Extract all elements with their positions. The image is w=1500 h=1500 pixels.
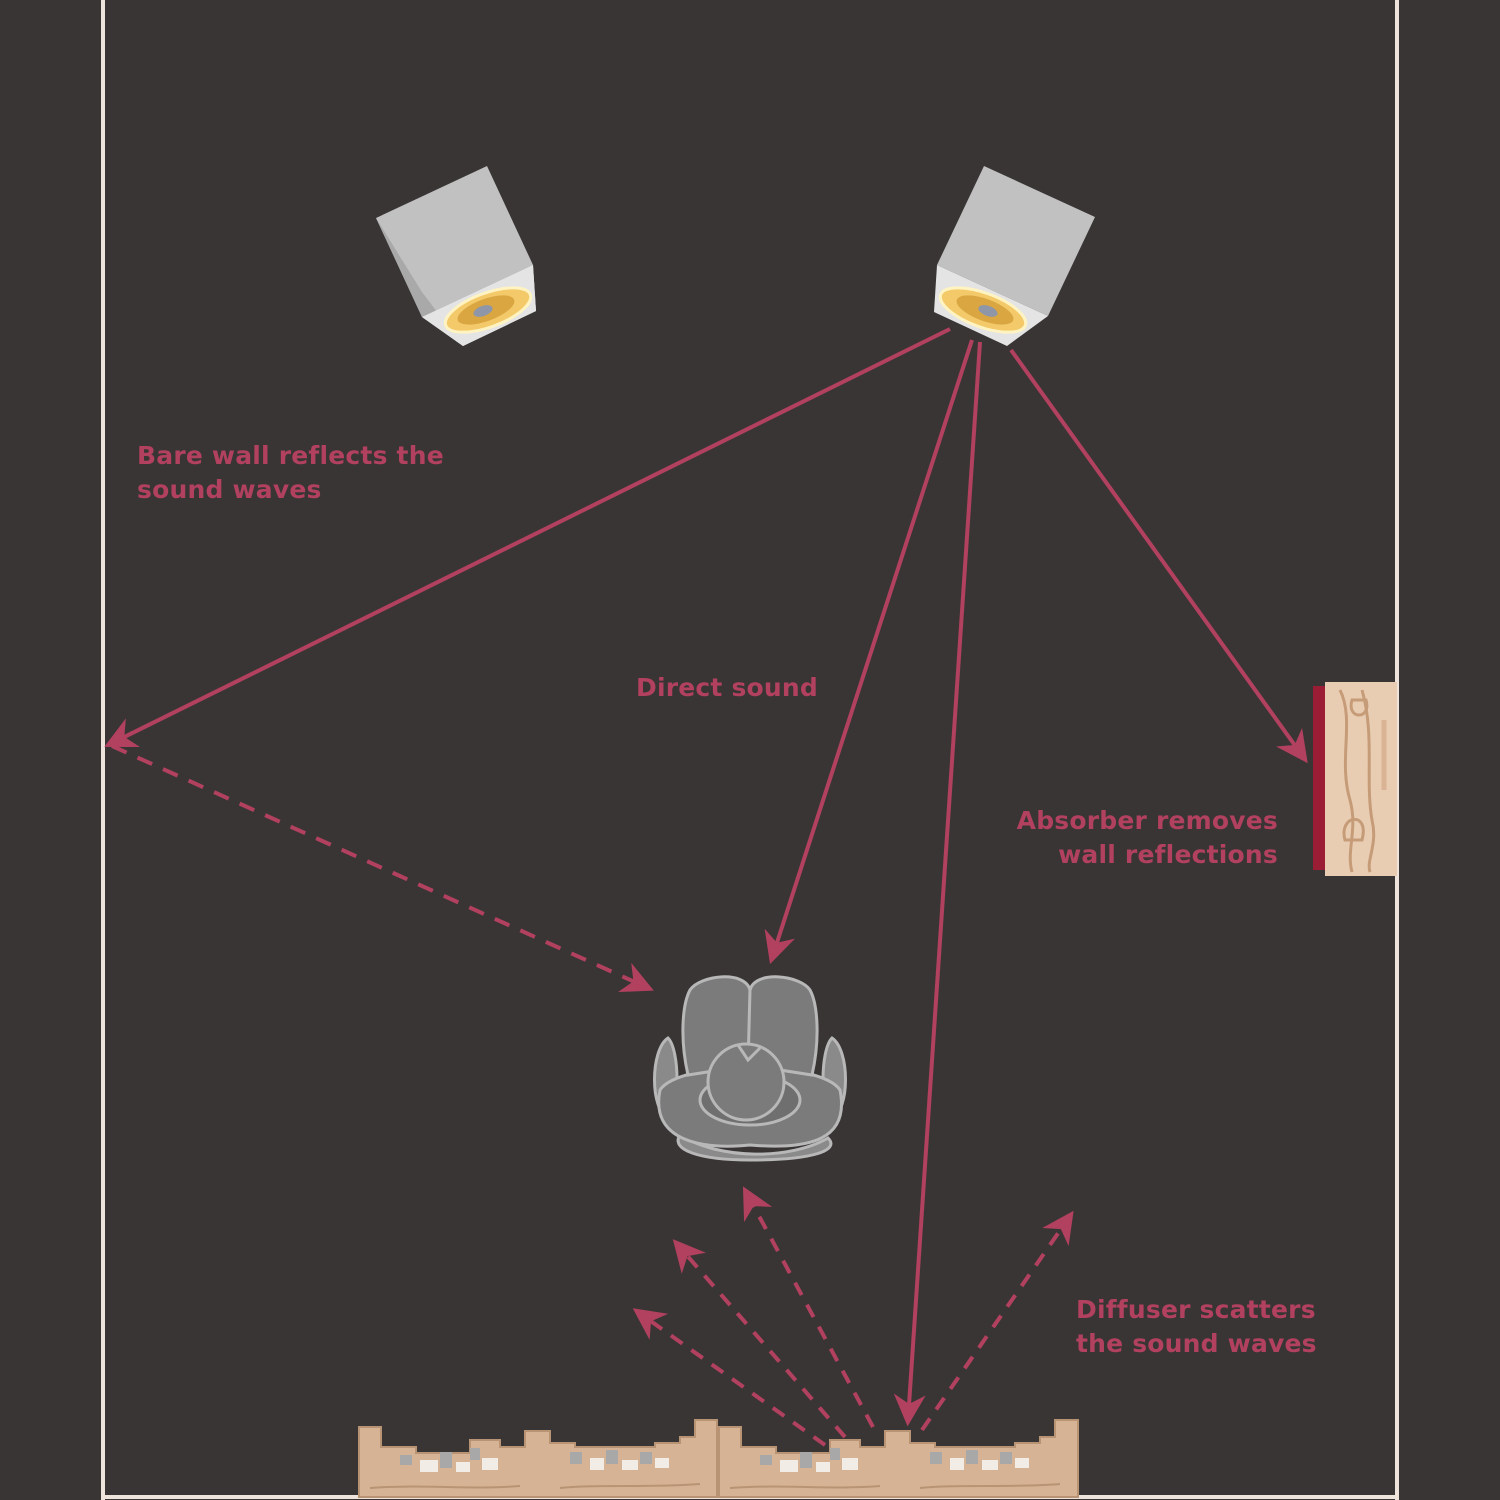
sound-paths — [104, 327, 1308, 1447]
left-speaker-icon — [376, 166, 536, 346]
ray-bare-wall-reflection — [111, 744, 654, 993]
ray-to-bare-wall — [104, 327, 951, 748]
scatter-ray-1 — [632, 1308, 827, 1447]
bare-wall-label: Bare wall reflects the sound waves — [137, 441, 444, 504]
absorber-label: Absorber removes wall reflections — [1016, 806, 1278, 869]
listener-icon — [653, 975, 847, 1162]
scatter-ray-2 — [672, 1239, 847, 1439]
scatter-ray-3 — [742, 1186, 875, 1428]
scatter-ray-4 — [920, 1210, 1074, 1432]
absorber-panel-icon — [1313, 682, 1397, 876]
ray-direct-sound — [764, 339, 974, 965]
diffuser-label: Diffuser scatters the sound waves — [1076, 1295, 1317, 1358]
ray-to-absorber — [1009, 348, 1308, 764]
direct-sound-label: Direct sound — [636, 673, 819, 702]
room-walls — [101, 0, 1399, 1500]
ray-to-diffuser — [893, 341, 982, 1427]
right-speaker-icon — [934, 166, 1095, 346]
diffuser-panel-icon — [358, 1419, 1079, 1498]
